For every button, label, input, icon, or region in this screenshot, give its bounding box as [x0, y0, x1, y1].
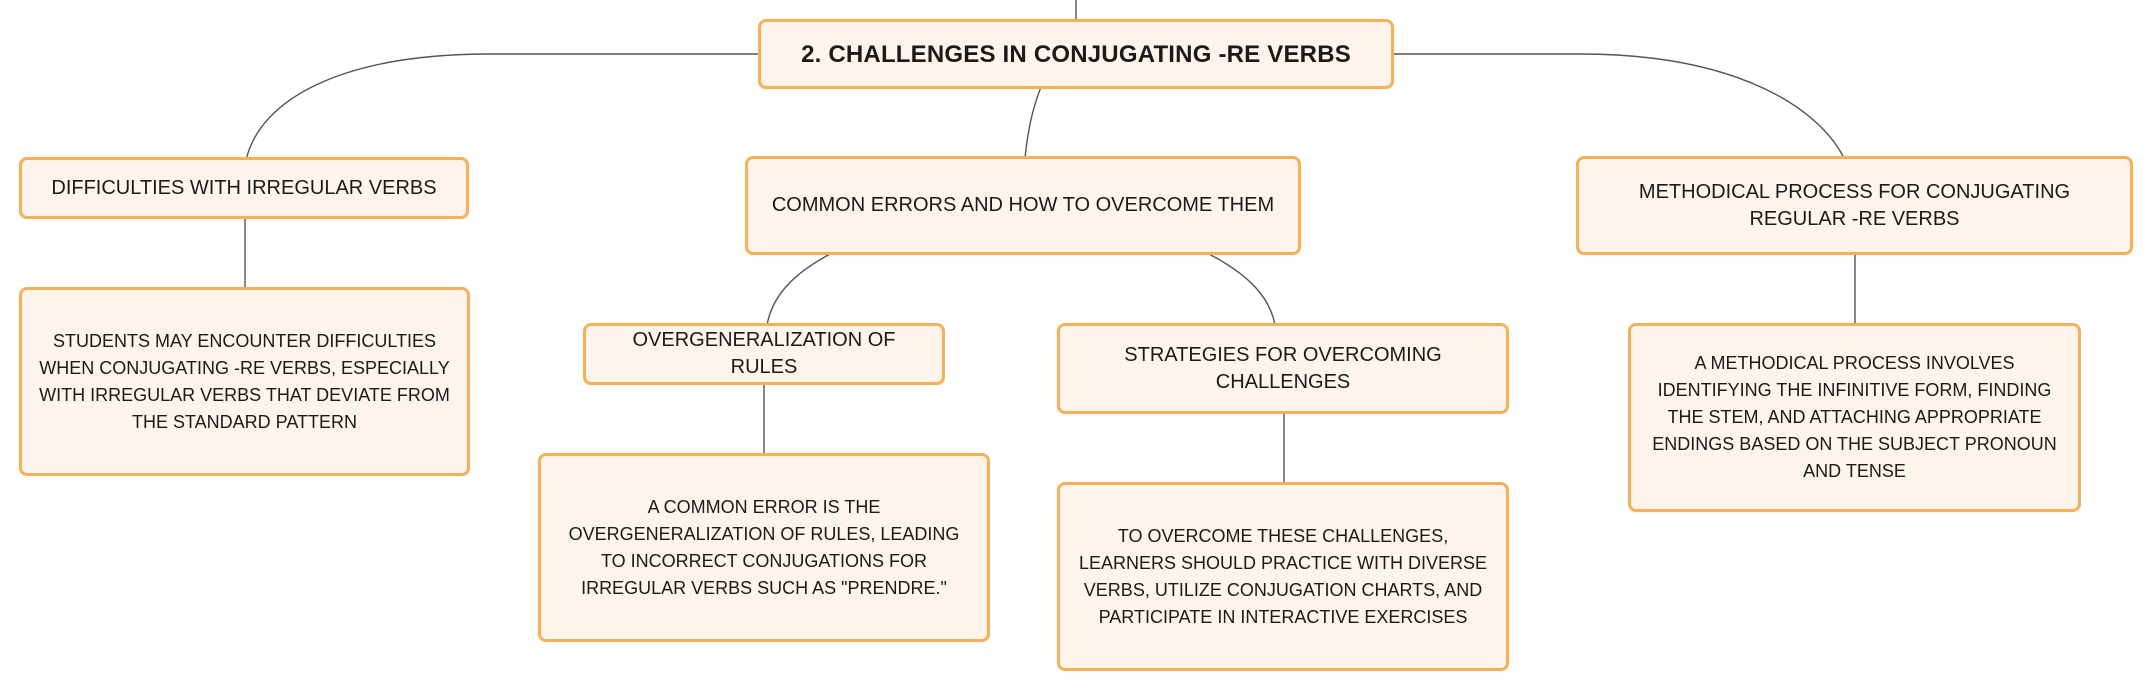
topic-label-common-errors: COMMON ERRORS AND HOW TO OVERCOME THEM [771, 194, 1275, 216]
topic-node-strategies[interactable]: STRATEGIES FOR OVERCOMING CHALLENGES [1057, 323, 1509, 414]
connector-root-to-methodical [1392, 53, 1845, 159]
detail-node-irregular-verbs[interactable]: STUDENTS MAY ENCOUNTER DIFFICULTIES WHEN… [19, 287, 470, 476]
topic-node-methodical-process[interactable]: METHODICAL PROCESS FOR CONJUGATING REGUL… [1576, 156, 2133, 255]
connector-common-errors-to-strategies [1206, 252, 1276, 326]
root-topic-label: 2. CHALLENGES IN CONJUGATING -RE VERBS [801, 40, 1351, 68]
connector-common-errors-to-overgeneralization [766, 252, 833, 326]
detail-node-methodical-process[interactable]: A METHODICAL PROCESS INVOLVES IDENTIFYIN… [1628, 323, 2081, 512]
detail-node-overgeneralization[interactable]: A COMMON ERROR IS THE OVERGENERALIZATION… [538, 453, 990, 642]
topic-node-common-errors[interactable]: COMMON ERRORS AND HOW TO OVERCOME THEM [745, 156, 1301, 255]
detail-text-strategies: TO OVERCOME THESE CHALLENGES, LEARNERS S… [1078, 525, 1488, 627]
topic-label-irregular-verbs: DIFFICULTIES WITH IRREGULAR VERBS [51, 176, 437, 199]
topic-label-strategies: STRATEGIES FOR OVERCOMING CHALLENGES [1124, 343, 1442, 393]
connector-root-to-common-errors [1024, 86, 1042, 159]
connector-root-to-irregular [245, 53, 760, 161]
detail-node-strategies[interactable]: TO OVERCOME THESE CHALLENGES, LEARNERS S… [1057, 482, 1509, 671]
topic-label-overgeneralization: OVERGENERALIZATION OF RULES [632, 329, 896, 378]
detail-text-overgeneralization: A COMMON ERROR IS THE OVERGENERALIZATION… [568, 496, 960, 598]
detail-text-irregular-verbs: STUDENTS MAY ENCOUNTER DIFFICULTIES WHEN… [39, 330, 450, 432]
topic-label-methodical-process: METHODICAL PROCESS FOR CONJUGATING REGUL… [1638, 180, 2071, 230]
detail-text-methodical-process: A METHODICAL PROCESS INVOLVES IDENTIFYIN… [1652, 353, 2057, 481]
topic-node-irregular-verbs[interactable]: DIFFICULTIES WITH IRREGULAR VERBS [19, 157, 469, 219]
root-topic-node[interactable]: 2. CHALLENGES IN CONJUGATING -RE VERBS [758, 19, 1394, 89]
topic-node-overgeneralization[interactable]: OVERGENERALIZATION OF RULES [583, 323, 945, 385]
